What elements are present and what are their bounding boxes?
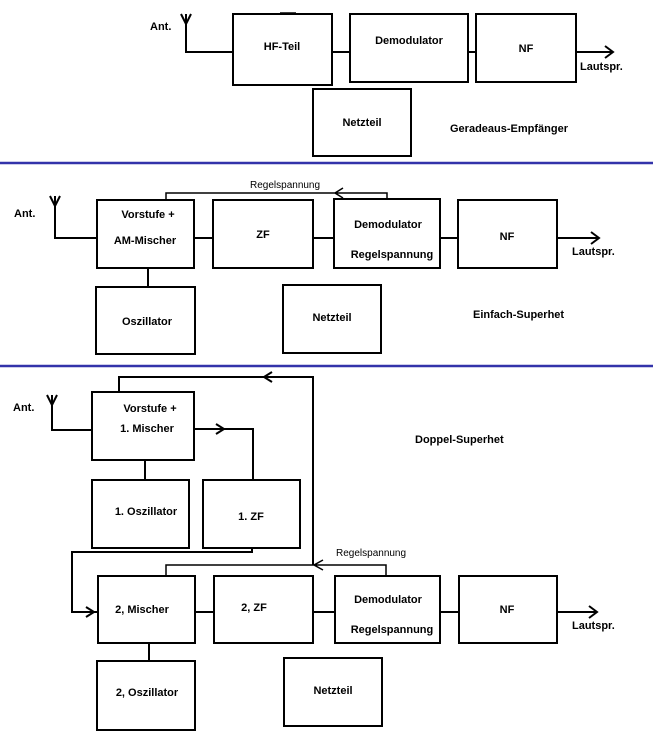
oszillator-label: Oszillator <box>122 316 173 328</box>
antenna-label: Ant. <box>13 402 34 414</box>
demodulator-label: Demodulator <box>354 219 423 231</box>
oszillator1-block <box>91 479 190 549</box>
oszillator2-label: 2, Oszillator <box>116 687 179 699</box>
nf-label: NF <box>500 604 515 616</box>
zf-block <box>212 199 314 269</box>
section-title: Doppel-Superhet <box>415 434 504 446</box>
oszillator1-label: 1. Oszillator <box>115 506 178 518</box>
antenna-label: Ant. <box>14 208 35 220</box>
zf1-to-mischer2-line <box>71 548 253 618</box>
zf1-block <box>202 479 301 549</box>
nf-label: NF <box>519 43 534 55</box>
vorstufe-label: Vorstufe + <box>121 209 174 221</box>
speaker-label: Lautspr. <box>572 246 615 258</box>
speaker-arrow-icon <box>576 45 615 59</box>
regel-feedback-label: Regelspannung <box>336 548 406 559</box>
section-title: Einfach-Superhet <box>473 309 564 321</box>
netzteil-block <box>282 284 382 354</box>
demodulator-block <box>333 198 441 269</box>
speaker-arrow-icon <box>557 605 599 619</box>
nf-block <box>458 575 558 644</box>
mischer2-block <box>97 575 196 644</box>
demodulator-label: Demodulator <box>354 594 423 606</box>
regelspannung-block-label: Regelspannung <box>351 624 434 636</box>
oszillator2-block <box>96 660 196 731</box>
demodulator-label: Demodulator <box>375 35 444 47</box>
zf-label: ZF <box>256 229 270 241</box>
section-title: Geradeaus-Empfänger <box>450 123 569 135</box>
nf-block <box>475 13 577 83</box>
agc-feedback-line <box>165 187 388 200</box>
speaker-label: Lautspr. <box>572 620 615 632</box>
netzteil-label: Netzteil <box>342 117 381 129</box>
section-doppel: Ant. Vorstufe + 1. Mischer 1. Oszillator… <box>13 371 615 731</box>
hf-teil-label: HF-Teil <box>264 41 300 53</box>
demodulator-block <box>349 13 469 83</box>
speaker-label: Lautspr. <box>580 61 623 73</box>
hf-teil-block <box>232 13 333 86</box>
zf2-label: 2, ZF <box>241 602 267 614</box>
mischer-label: AM-Mischer <box>114 235 177 247</box>
agc-loop-line <box>118 371 314 565</box>
antenna-icon <box>46 394 92 431</box>
netzteil-block <box>283 657 383 727</box>
vorstufe-block <box>91 391 195 461</box>
netzteil-label: Netzteil <box>312 312 351 324</box>
antenna-label: Ant. <box>150 21 171 33</box>
regel-feedback-label: Regelspannung <box>250 180 320 191</box>
vorstufe-block <box>96 199 195 269</box>
section-geradeaus: Ant. HF-Teil Demodulator NF Lautspr. Net… <box>150 12 623 157</box>
zf2-block <box>213 575 314 644</box>
agc-feedback-line <box>165 559 387 576</box>
vorstufe-label: Vorstufe + <box>123 403 176 415</box>
regelspannung-block-label: Regelspannung <box>351 249 434 261</box>
netzteil-label: Netzteil <box>313 685 352 697</box>
mischer2-label: 2, Mischer <box>115 604 170 616</box>
mischer-to-zf1-line <box>194 423 254 480</box>
section-einfach: Ant. Vorstufe + AM-Mischer ZF Demodulato… <box>14 180 615 355</box>
mischer1-label: 1. Mischer <box>120 423 175 435</box>
nf-block <box>457 199 558 269</box>
oszillator-block <box>95 286 196 355</box>
demodulator-block <box>334 575 441 644</box>
antenna-icon <box>180 13 233 53</box>
zf1-label: 1. ZF <box>238 511 264 523</box>
speaker-arrow-icon <box>557 231 601 245</box>
netzteil-block <box>312 88 412 157</box>
antenna-icon <box>49 195 97 239</box>
nf-label: NF <box>500 231 515 243</box>
